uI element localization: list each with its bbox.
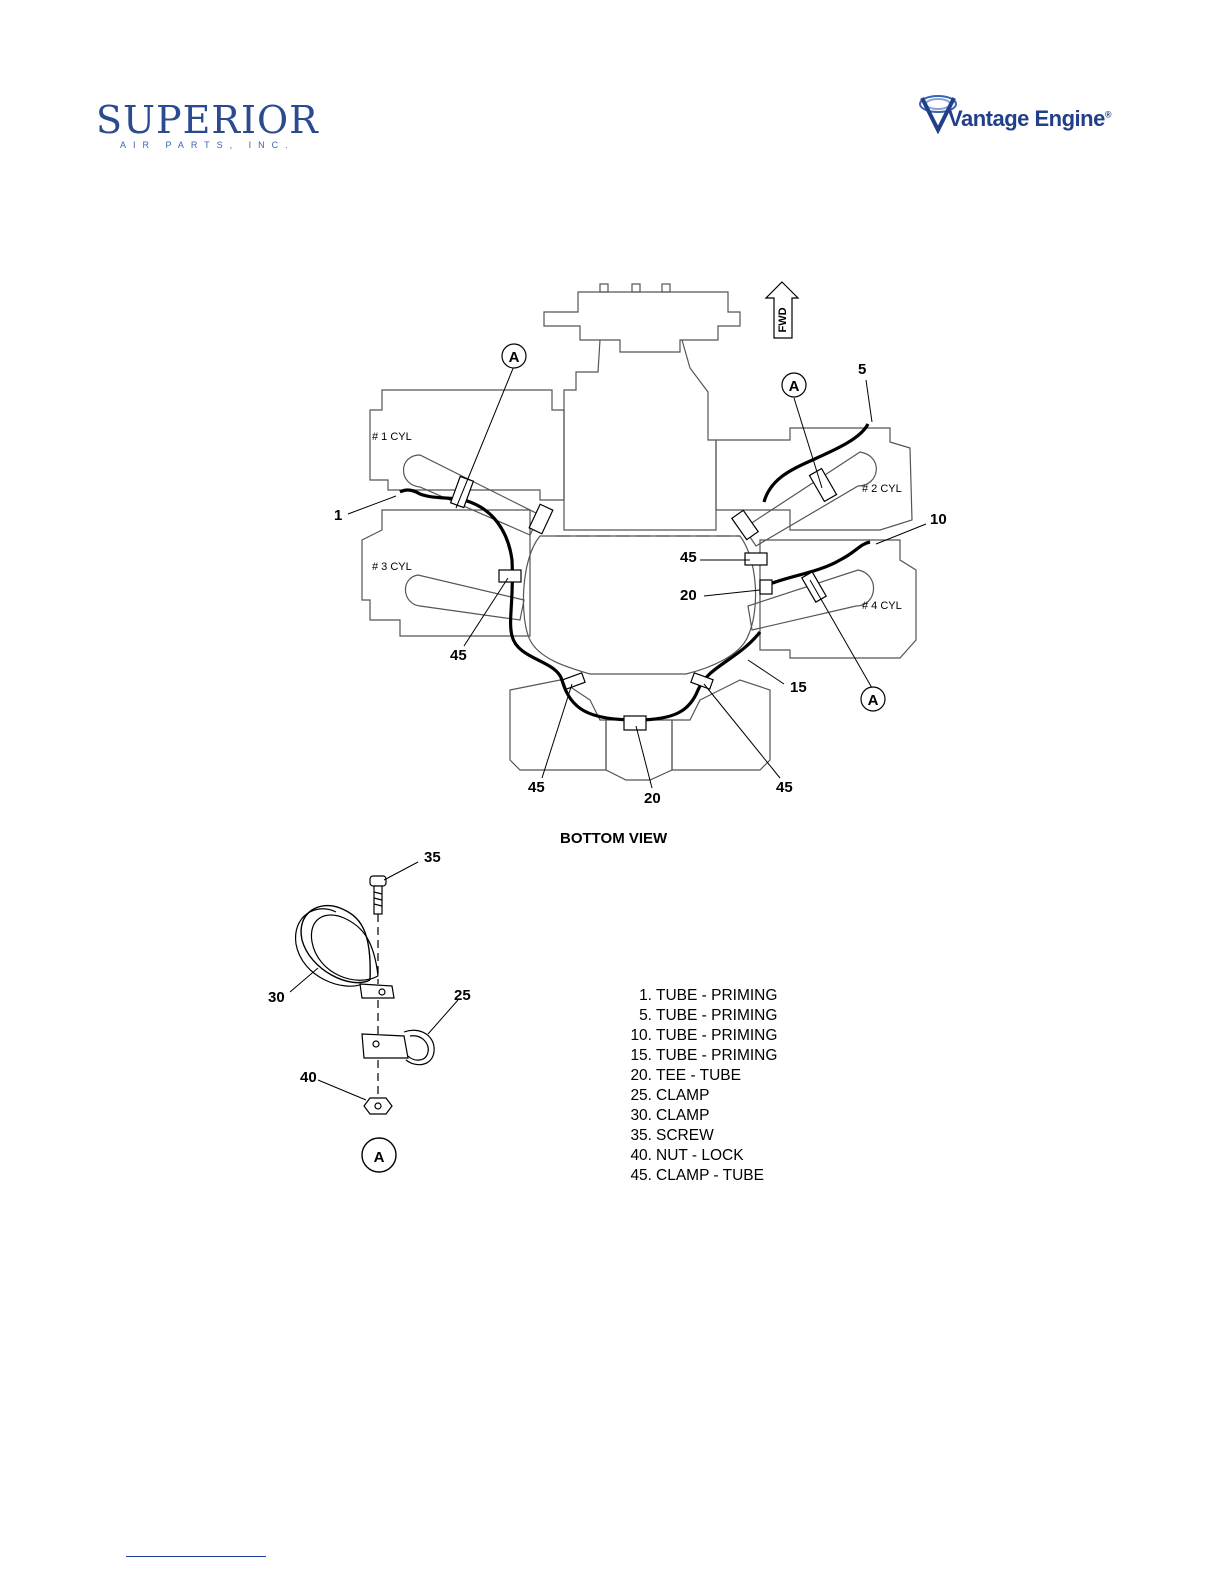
parts-list-item: 5.TUBE - PRIMING xyxy=(612,1006,832,1026)
callout-45: 45 xyxy=(528,779,545,796)
callout-5: 5 xyxy=(858,361,866,378)
part-name: CLAMP - TUBE xyxy=(656,1167,764,1184)
parts-list-item: 35.SCREW xyxy=(612,1126,832,1146)
callout-45: 45 xyxy=(776,779,793,796)
cylinder-label-1: # 1 CYL xyxy=(372,431,412,443)
priming-tubes xyxy=(400,424,870,720)
footer-rule xyxy=(126,1556,266,1557)
callout-10: 10 xyxy=(930,511,947,528)
part-number: 30. xyxy=(612,1106,652,1126)
cylinder-label-2: # 2 CYL xyxy=(862,483,902,495)
callout-15: 15 xyxy=(790,679,807,696)
parts-list-item: 45.CLAMP - TUBE xyxy=(612,1166,832,1186)
part-name: TEE - TUBE xyxy=(656,1067,741,1084)
part-number: 40. xyxy=(612,1146,652,1166)
detail-callout-25: 25 xyxy=(454,987,471,1004)
cylinder-label-4: # 4 CYL xyxy=(862,600,902,612)
detail-callout-30: 30 xyxy=(268,989,285,1006)
part-number: 15. xyxy=(612,1046,652,1066)
callout-45: 45 xyxy=(450,647,467,664)
view-title: BOTTOM VIEW xyxy=(560,830,667,847)
part-name: TUBE - PRIMING xyxy=(656,1007,777,1024)
callout-20: 20 xyxy=(680,587,697,604)
parts-list-item: 40.NUT - LOCK xyxy=(612,1146,832,1166)
part-number: 45. xyxy=(612,1166,652,1186)
callout-1: 1 xyxy=(334,507,342,524)
fwd-arrow-icon: FWD xyxy=(766,282,798,338)
part-number: 10. xyxy=(612,1026,652,1046)
parts-list-item: 20.TEE - TUBE xyxy=(612,1066,832,1086)
detail-a-callout: A xyxy=(868,692,879,709)
parts-list-item: 30.CLAMP xyxy=(612,1106,832,1126)
part-name: TUBE - PRIMING xyxy=(656,1047,777,1064)
part-name: TUBE - PRIMING xyxy=(656,1027,777,1044)
tube-clamps xyxy=(451,469,837,730)
fwd-label: FWD xyxy=(777,307,789,332)
part-name: NUT - LOCK xyxy=(656,1147,744,1164)
part-number: 35. xyxy=(612,1126,652,1146)
part-number: 5. xyxy=(612,1006,652,1026)
part-name: CLAMP xyxy=(656,1087,709,1104)
callout-20: 20 xyxy=(644,790,661,807)
engine-outline xyxy=(362,284,916,780)
detail-a-callout: A xyxy=(789,378,800,395)
parts-list-item: 10.TUBE - PRIMING xyxy=(612,1026,832,1046)
part-number: 1. xyxy=(612,986,652,1006)
detail-callout-35: 35 xyxy=(424,849,441,866)
parts-list-item: 15.TUBE - PRIMING xyxy=(612,1046,832,1066)
cylinder-label-3: # 3 CYL xyxy=(372,561,412,573)
part-name: CLAMP xyxy=(656,1107,709,1124)
detail-a-label: A xyxy=(374,1149,385,1166)
part-name: SCREW xyxy=(656,1127,714,1144)
part-name: TUBE - PRIMING xyxy=(656,987,777,1004)
parts-list-item: 1.TUBE - PRIMING xyxy=(612,986,832,1006)
detail-a-callout: A xyxy=(509,349,520,366)
detail-callout-40: 40 xyxy=(300,1069,317,1086)
part-number: 25. xyxy=(612,1086,652,1106)
parts-list-item: 25.CLAMP xyxy=(612,1086,832,1106)
callout-45: 45 xyxy=(680,549,697,566)
part-number: 20. xyxy=(612,1066,652,1086)
